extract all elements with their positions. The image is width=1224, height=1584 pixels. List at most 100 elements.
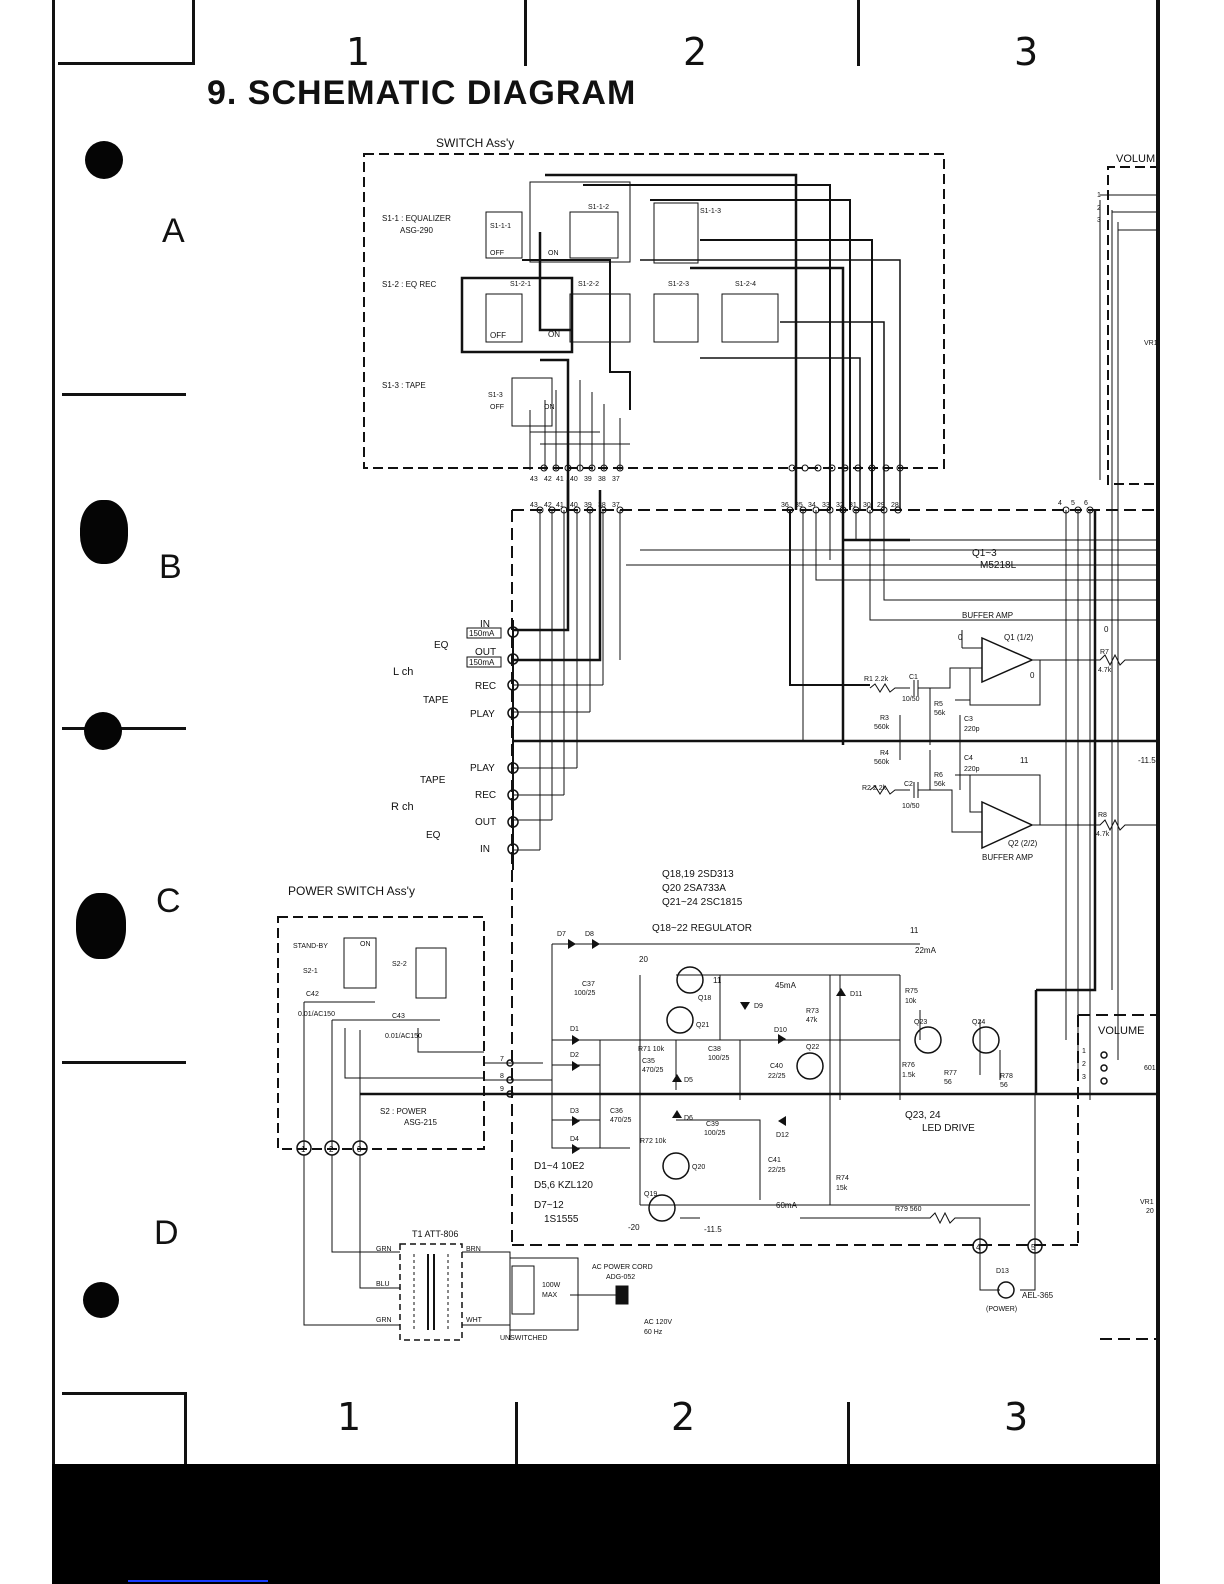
- component-label: D5: [684, 1077, 693, 1084]
- c36-label: C36: [610, 1108, 623, 1115]
- switch-id: S1-2-2: [578, 281, 599, 288]
- switch-id: S1-1-3: [700, 208, 721, 215]
- led-part: AEL-365: [1022, 1291, 1054, 1300]
- r76-label: R76: [902, 1062, 915, 1069]
- row-divider-3: [62, 1061, 186, 1064]
- vr-label: VR1: [1144, 340, 1158, 347]
- node-label: 3: [357, 1145, 362, 1154]
- led-label: D13: [996, 1268, 1009, 1275]
- r3-value: 560k: [874, 724, 890, 731]
- volume-top-box: [1107, 166, 1160, 485]
- column-divider-top-1: [524, 0, 527, 66]
- r2-label: R2 2.2k: [862, 785, 887, 792]
- column-number: 3: [1014, 30, 1039, 74]
- wire-color: GRN: [376, 1317, 392, 1324]
- node-tag: 0: [1104, 625, 1109, 634]
- switch-off: OFF: [490, 331, 506, 340]
- mains-voltage: AC 120V: [644, 1319, 672, 1326]
- c35-label: C35: [642, 1058, 655, 1065]
- current-22: 22mA: [915, 946, 937, 955]
- volume-node: 601: [1144, 1065, 1156, 1072]
- pin-label: 5: [1071, 500, 1075, 507]
- r71-label: R71 10k: [638, 1046, 665, 1053]
- c41-value: 22/25: [768, 1167, 786, 1174]
- c40-value: 22/25: [768, 1073, 786, 1080]
- left-margin-rule: [52, 0, 55, 1465]
- c4-label: C4: [964, 755, 973, 762]
- switch-id: S1-1-1: [490, 223, 511, 230]
- pin-label: 6: [1084, 500, 1088, 507]
- c37-value: 100/25: [574, 990, 596, 997]
- transistor-symbols: [648, 966, 1000, 1222]
- column-number: 1: [346, 30, 371, 74]
- c42-label: C42: [306, 991, 319, 998]
- row-letter: D: [154, 1214, 179, 1252]
- pin-label: 40: [570, 502, 578, 509]
- component-label: Q24: [972, 1019, 985, 1026]
- s1-1-part: ASG-290: [400, 226, 433, 235]
- right-margin-rule: [1156, 0, 1160, 1465]
- wire-color: BRN: [466, 1246, 481, 1253]
- switch-id: S1-2-4: [735, 281, 756, 288]
- volume-pin: 3: [1082, 1074, 1086, 1081]
- volume-pin: 1: [1082, 1048, 1086, 1055]
- top-left-box: [58, 0, 195, 65]
- component-label: Q21: [696, 1022, 709, 1029]
- column-divider-bottom-1: [515, 1402, 518, 1464]
- volume-pin: 3: [1097, 217, 1101, 224]
- ic-label: Q1~3: [972, 548, 997, 559]
- standby-label: STAND-BY: [293, 943, 328, 950]
- power-switch-box: [277, 916, 485, 1150]
- column-number: 2: [671, 1395, 696, 1439]
- volume-pin: 1: [1097, 192, 1101, 199]
- r77-label: R77: [944, 1070, 957, 1077]
- volume-label: VOLUME: [1098, 1025, 1144, 1037]
- q21-24-label: Q21~24 2SC1815: [662, 897, 743, 908]
- node-tag: 11: [713, 976, 722, 985]
- wire-node: 9: [500, 1086, 504, 1093]
- c3-label: C3: [964, 716, 973, 723]
- switch-on: ON: [548, 250, 559, 257]
- led-power: (POWER): [986, 1306, 1017, 1313]
- binder-hole: [83, 1282, 119, 1318]
- volume-pin: 2: [1097, 205, 1101, 212]
- r6-value: 56k: [934, 781, 946, 788]
- c43-label: C43: [392, 1013, 405, 1020]
- wire-node: 5: [1031, 1243, 1036, 1252]
- wire-color: WHT: [466, 1317, 483, 1324]
- switch-on: ON: [544, 404, 555, 411]
- s1-2-label: S1-2 : EQ REC: [382, 280, 436, 289]
- binder-hole: [84, 712, 122, 750]
- vr-value: 20: [1146, 1208, 1154, 1215]
- switch-off: OFF: [490, 404, 504, 411]
- led-drive-label: Q23, 24: [905, 1110, 941, 1121]
- c39-value: 100/25: [704, 1130, 726, 1137]
- node-label: 2: [329, 1145, 334, 1154]
- pin-label: 30: [863, 502, 871, 509]
- pin-label: 36: [781, 502, 789, 509]
- s2-2-label: S2-2: [392, 961, 407, 968]
- r73-value: 47k: [806, 1017, 818, 1024]
- c4-value: 220p: [964, 766, 980, 773]
- bottom-left-box: [62, 1392, 187, 1469]
- rch-label: R ch: [391, 801, 414, 813]
- buffer-amp-label: BUFFER AMP: [982, 853, 1033, 862]
- row-letter: C: [156, 882, 181, 920]
- c3-value: 220p: [964, 726, 980, 733]
- page-title: 9. SCHEMATIC DIAGRAM: [207, 74, 637, 112]
- c2-value: 10/50: [902, 803, 920, 810]
- node-tag: 0: [1030, 671, 1035, 680]
- c36-value: 470/25: [610, 1117, 632, 1124]
- switch-id: S1-2-3: [668, 281, 689, 288]
- component-label: D6: [684, 1115, 693, 1122]
- c1-label: C1: [909, 674, 918, 681]
- s2-1-label: S2-1: [303, 968, 318, 975]
- column-number: 3: [1004, 1395, 1029, 1439]
- wire-node: 8: [500, 1073, 504, 1080]
- r5-value: 56k: [934, 710, 946, 717]
- row-letter: A: [162, 212, 185, 250]
- jack-rec-label: REC: [475, 790, 496, 801]
- transformer-box: [399, 1243, 463, 1341]
- c35-value: 470/25: [642, 1067, 664, 1074]
